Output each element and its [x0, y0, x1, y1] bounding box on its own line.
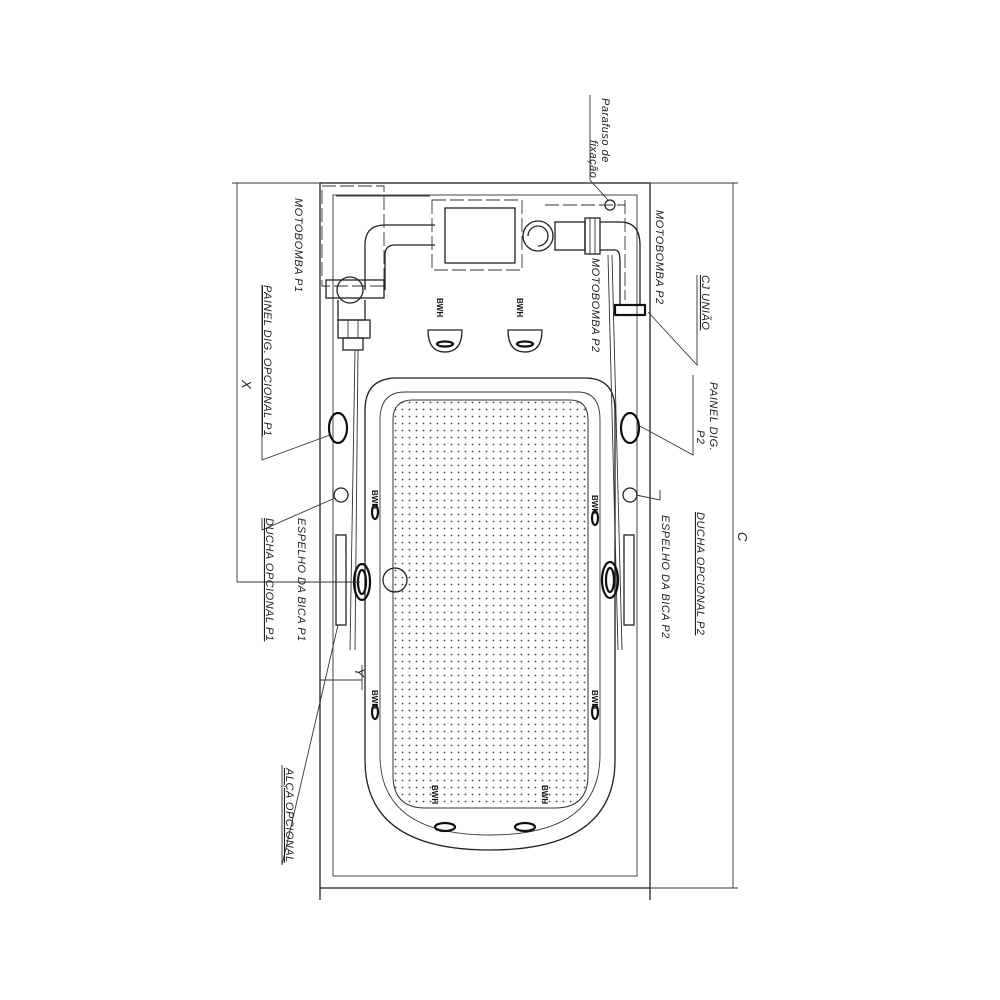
label-motobomba-p1: MOTOBOMBA P1: [292, 198, 304, 293]
label-painel-dig-p2-line1: PAINEL DIG.: [707, 382, 719, 451]
jet-icon: [590, 703, 600, 721]
label-painel-dig-opcional-p1: PAINEL DIG. OPCIONAL P1: [261, 285, 273, 437]
jet-label: BWH: [515, 298, 524, 317]
anti-slip-textured-area: [392, 399, 589, 809]
drain-icon: [382, 567, 408, 593]
label-ducha-opcional-p2: DUCHA OPCIONAL P2: [694, 512, 706, 635]
jet-label: BWH: [435, 298, 444, 317]
jet-label: BWH: [370, 690, 379, 709]
tub-basin-inner-outline: [379, 391, 601, 836]
label-parafuso-line2: fixação: [587, 140, 599, 178]
jet-icon: [427, 329, 463, 353]
tub-basin-outline: [364, 377, 616, 851]
label-alca-opcional: ALÇA OPCIONAL: [283, 767, 295, 863]
label-espelho-bica-p1: ESPELHO DA BICA P1: [295, 518, 307, 642]
jet-label: BWH: [540, 785, 549, 804]
handle-p2: [623, 534, 635, 626]
jet-icon: [370, 503, 380, 521]
dimension-x: X: [232, 182, 320, 582]
svg-text:Y: Y: [352, 668, 367, 678]
dimension-c: C: [650, 182, 750, 889]
jet-icon: [507, 329, 543, 353]
svg-text:C: C: [735, 532, 750, 542]
handle-p1: [335, 534, 347, 626]
jet-label: BWH: [590, 495, 599, 514]
tub-outer-frame: [319, 182, 651, 889]
svg-text:X: X: [239, 379, 254, 390]
jet-icon: [513, 821, 537, 833]
digital-panel-p1-icon: [327, 411, 349, 445]
jet-icon: [433, 821, 457, 833]
tub-inner-frame: [332, 194, 638, 877]
label-espelho-bica-p2: ESPELHO DA BICA P2: [659, 515, 671, 639]
jet-icon: [370, 703, 380, 721]
leader-lines: [237, 95, 698, 866]
motobomba-p1-assembly: [321, 185, 435, 351]
label-painel-dig-p2-line2: P2: [694, 430, 706, 444]
shower-p2-icon: [622, 487, 638, 503]
label-motobomba-p2-outer: MOTOBOMBA P2: [653, 210, 665, 305]
dimension-y: Y: [320, 665, 367, 690]
label-ducha-opcional-p1: DUCHA OPCIONAL P1: [263, 518, 275, 641]
jet-label: BWH: [370, 490, 379, 509]
shower-p1-icon: [333, 487, 349, 503]
jet-label: BWH: [430, 785, 439, 804]
jet-icon: [590, 509, 600, 527]
label-parafuso-line1: Parafuso de: [599, 98, 611, 163]
motobomba-p2-assembly: [431, 199, 647, 317]
jet-label: BWH: [590, 690, 599, 709]
label-cj-uniao: CJ UNIÃO: [699, 275, 712, 330]
label-motobomba-p2-inner: MOTOBOMBA P2: [589, 258, 601, 353]
big-jet-p2-icon: [600, 560, 620, 600]
digital-panel-p2-icon: [619, 411, 641, 445]
